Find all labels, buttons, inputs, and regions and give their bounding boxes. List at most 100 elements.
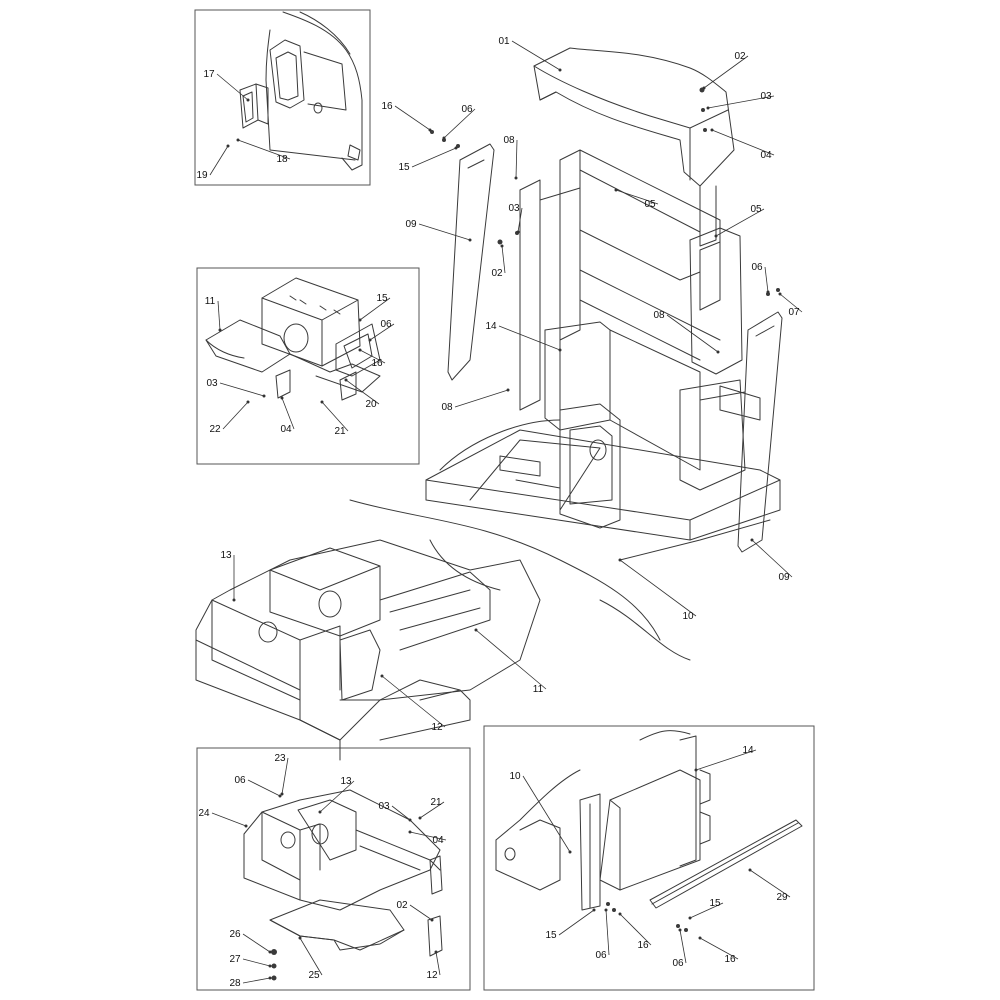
callout-leader-28	[242, 977, 271, 984]
callout-label-15: 15	[709, 898, 721, 909]
callout-label-27: 27	[229, 954, 241, 965]
callout-leader-dot	[706, 106, 710, 110]
callout-label-06: 06	[461, 104, 473, 115]
callout-leader-20	[345, 379, 380, 405]
callout-label-21: 21	[430, 797, 442, 808]
callout-label-02: 02	[734, 51, 746, 62]
callout-leader-dot	[318, 810, 322, 814]
callout-leader-dot	[246, 98, 250, 102]
callout-leader-dot	[298, 936, 302, 940]
callout-leader-dot	[232, 598, 236, 602]
callout-leader-dot	[678, 928, 682, 932]
callout-label-14: 14	[485, 321, 497, 332]
callout-label-07: 07	[788, 307, 800, 318]
callout-leader-dot	[778, 292, 782, 296]
callout-leader-15	[411, 147, 457, 168]
callout-label-04: 04	[432, 835, 444, 846]
callout-label-11: 11	[205, 296, 216, 307]
callout-leader-16	[359, 349, 386, 364]
callout-leader-dot	[558, 68, 562, 72]
callout-label-06: 06	[234, 775, 246, 786]
callout-leader-dot	[268, 964, 272, 968]
callout-leader-06	[764, 266, 769, 293]
callout-label-06: 06	[672, 958, 684, 969]
callout-leader-04	[281, 397, 295, 430]
callout-leader-dot	[714, 234, 718, 238]
callout-leader-16	[619, 913, 652, 946]
callout-leader-dot	[418, 816, 422, 820]
callout-label-10: 10	[682, 611, 694, 622]
callout-leader-dot	[262, 394, 266, 398]
callout-leader-dot	[694, 768, 698, 772]
callout-leader-06	[369, 323, 395, 341]
part-01-cover	[533, 47, 735, 187]
callout-label-06: 06	[595, 950, 607, 961]
callout-leader-dot	[442, 136, 446, 140]
callout-label-08: 08	[441, 402, 453, 413]
callout-leader-dot	[380, 674, 384, 678]
callout-leader-dot	[558, 348, 562, 352]
hardware-bolts	[271, 87, 780, 981]
callout-leader-dot	[698, 936, 702, 940]
callout-leader-dot	[244, 824, 248, 828]
callout-label-22: 22	[209, 424, 221, 435]
callout-label-16: 16	[637, 940, 649, 951]
callout-leader-07	[779, 293, 803, 313]
callout-leader-21	[321, 401, 349, 432]
callout-leader-03	[219, 382, 265, 397]
callout-leader-11	[475, 629, 547, 690]
callout-leader-dot	[618, 912, 622, 916]
callout-leader-dot	[358, 348, 362, 352]
callout-label-08: 08	[503, 135, 515, 146]
callout-leader-01	[511, 40, 561, 71]
callout-leader-27	[242, 958, 271, 967]
callout-label-28: 28	[229, 978, 241, 989]
callout-leader-dot	[710, 128, 714, 132]
callout-label-10: 10	[509, 771, 521, 782]
callout-label-29: 29	[776, 892, 788, 903]
callout-label-05: 05	[644, 199, 656, 210]
callout-leader-08	[666, 314, 719, 353]
callout-leader-19	[209, 145, 229, 176]
callout-leader-10	[522, 775, 571, 853]
callout-leader-02	[409, 904, 433, 921]
callout-label-03: 03	[760, 91, 772, 102]
callout-leader-06	[247, 779, 281, 797]
callout-label-01: 01	[498, 36, 510, 47]
callout-label-17: 17	[203, 69, 215, 80]
callout-leader-dot	[226, 144, 230, 148]
callout-leader-dot	[516, 230, 520, 234]
callout-leader-06	[443, 108, 476, 139]
callout-label-15: 15	[398, 162, 410, 173]
callout-leader-dot	[702, 86, 706, 90]
callout-label-21: 21	[334, 426, 346, 437]
detail-frame-middle-left	[196, 267, 420, 465]
callout-label-08: 08	[653, 310, 665, 321]
callout-leader-dot	[500, 244, 504, 248]
callout-leader-dot	[468, 238, 472, 242]
callout-leader-29	[749, 869, 791, 898]
callout-leader-dot	[430, 918, 434, 922]
callout-leader-dot	[592, 908, 596, 912]
callout-leader-04	[711, 129, 775, 156]
callout-leader-26	[242, 933, 271, 953]
callout-leader-dot	[428, 128, 432, 132]
callout-leader-dot	[278, 794, 282, 798]
callout-leader-dot	[408, 818, 412, 822]
callout-leader-15	[689, 902, 724, 919]
callout-leader-23	[281, 757, 289, 795]
callout-leader-dot	[280, 792, 284, 796]
callout-leader-02	[703, 55, 749, 89]
detail-battery-tray	[205, 277, 381, 401]
callout-label-19: 19	[196, 170, 208, 181]
callout-label-04: 04	[760, 150, 772, 161]
detail-frames	[194, 9, 815, 991]
callout-label-12: 12	[431, 722, 443, 733]
callout-leader-17	[216, 73, 249, 101]
callout-label-13: 13	[220, 550, 232, 561]
callout-leader-25	[299, 937, 323, 976]
callout-label-12: 12	[426, 970, 438, 981]
callout-leader-dot	[246, 400, 250, 404]
callout-label-02: 02	[491, 268, 503, 279]
